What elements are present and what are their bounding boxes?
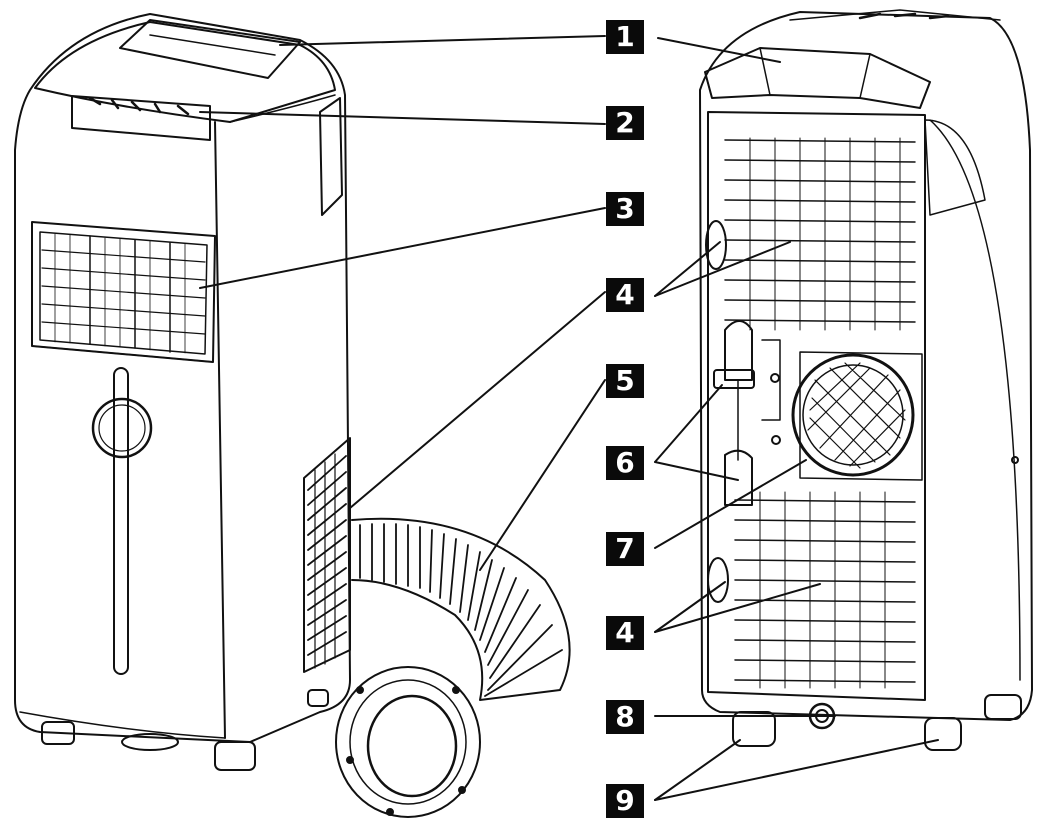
- window-adapter-flange: [335, 666, 481, 818]
- front-unit-wheels: [41, 689, 329, 771]
- front-unit-body: [14, 13, 351, 743]
- callout-4-upper: 4: [606, 278, 644, 312]
- rear-unit: [699, 9, 1033, 751]
- front-slot: [113, 367, 129, 675]
- callout-9: 9: [606, 784, 644, 818]
- rear-unit-back-panel: [707, 111, 926, 701]
- rear-unit-handle: [704, 47, 931, 109]
- front-knob: [91, 397, 153, 459]
- callout-2: 2: [606, 106, 644, 140]
- front-unit: [14, 13, 351, 771]
- exhaust-hose: [351, 517, 571, 701]
- rear-lower-filter-tab: [707, 557, 729, 603]
- front-unit-handle: [119, 19, 301, 79]
- front-unit-top: [34, 21, 336, 123]
- leader-lines: [199, 35, 939, 801]
- callout-3: 3: [606, 192, 644, 226]
- rear-unit-body: [699, 11, 1033, 721]
- callout-4-lower: 4: [606, 616, 644, 650]
- rear-unit-wheels: [732, 694, 1022, 751]
- front-air-outlet: [31, 221, 216, 363]
- rear-hooks: [713, 320, 781, 506]
- rear-exhaust-port: [791, 351, 923, 481]
- rear-upper-filter-tab: [705, 220, 727, 270]
- rear-lower-grille: [734, 491, 916, 689]
- callout-1: 1: [606, 20, 644, 54]
- rear-upper-grille: [724, 137, 916, 331]
- callout-8: 8: [606, 700, 644, 734]
- front-unit-control-panel: [71, 95, 211, 141]
- front-unit-corner-edge: [214, 121, 226, 739]
- callout-5: 5: [606, 364, 644, 398]
- front-side-grille: [303, 437, 351, 673]
- front-unit-side-recess: [319, 97, 343, 216]
- callout-7: 7: [606, 532, 644, 566]
- callout-6: 6: [606, 446, 644, 480]
